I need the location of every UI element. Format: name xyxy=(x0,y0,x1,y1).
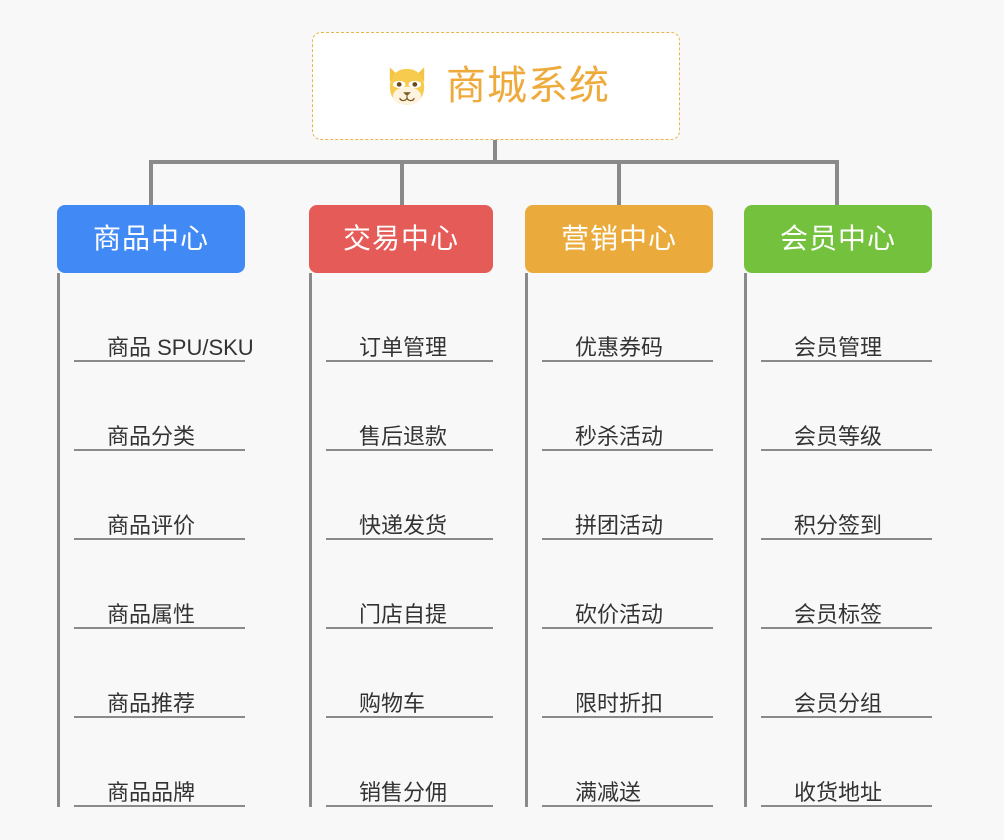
branch-column-1: 商品中心 商品 SPU/SKU 商品分类 商品评价 商品属性 商品推荐 商品品牌 xyxy=(57,205,254,807)
leaf-label: 售后退款 xyxy=(359,423,448,449)
category-box-product-center[interactable]: 商品中心 xyxy=(57,205,245,273)
leaf-label: 秒杀活动 xyxy=(575,423,664,449)
list-item[interactable]: 商品推荐 xyxy=(74,629,245,718)
list-item[interactable]: 商品分类 xyxy=(74,362,245,451)
leaf-label: 购物车 xyxy=(359,690,426,716)
list-item[interactable]: 收货地址 xyxy=(761,718,932,807)
connector-horizontal-bus xyxy=(149,160,839,164)
list-item[interactable]: 售后退款 xyxy=(326,362,493,451)
category-label: 商品中心 xyxy=(92,223,209,254)
leaf-label: 会员管理 xyxy=(794,334,883,360)
category-box-trade-center[interactable]: 交易中心 xyxy=(309,205,493,273)
leaf-list-3: 优惠券码 秒杀活动 拼团活动 砍价活动 限时折扣 满减送 xyxy=(525,273,713,807)
leaf-list-1: 商品 SPU/SKU 商品分类 商品评价 商品属性 商品推荐 商品品牌 xyxy=(57,273,254,807)
leaf-label: 商品品牌 xyxy=(107,779,196,805)
leaf-label: 积分签到 xyxy=(794,512,883,538)
leaf-label: 限时折扣 xyxy=(575,690,664,716)
branch-column-2: 交易中心 订单管理 售后退款 快递发货 门店自提 购物车 销售分佣 xyxy=(309,205,493,807)
leaf-label: 会员等级 xyxy=(794,423,883,449)
list-item[interactable]: 商品评价 xyxy=(74,451,245,540)
shiba-dog-icon xyxy=(389,67,425,105)
list-item[interactable]: 快递发货 xyxy=(326,451,493,540)
branch-column-3: 营销中心 优惠券码 秒杀活动 拼团活动 砍价活动 限时折扣 满减送 xyxy=(525,205,713,807)
list-item[interactable]: 会员等级 xyxy=(761,362,932,451)
category-label: 营销中心 xyxy=(560,223,677,254)
leaf-list-2: 订单管理 售后退款 快递发货 门店自提 购物车 销售分佣 xyxy=(309,273,493,807)
list-item[interactable]: 销售分佣 xyxy=(326,718,493,807)
list-item[interactable]: 订单管理 xyxy=(326,273,493,362)
category-box-member-center[interactable]: 会员中心 xyxy=(744,205,932,273)
list-item[interactable]: 秒杀活动 xyxy=(542,362,713,451)
leaf-label: 砍价活动 xyxy=(575,601,664,627)
connector-drop-2 xyxy=(400,160,404,205)
connector-root-stem xyxy=(493,140,497,162)
category-label: 交易中心 xyxy=(342,223,459,254)
leaf-label: 订单管理 xyxy=(359,334,448,360)
list-item[interactable]: 满减送 xyxy=(542,718,713,807)
branch-column-4: 会员中心 会员管理 会员等级 积分签到 会员标签 会员分组 收货地址 xyxy=(744,205,932,807)
list-item[interactable]: 积分签到 xyxy=(761,451,932,540)
leaf-label: 商品评价 xyxy=(107,512,196,538)
leaf-label: 会员分组 xyxy=(794,690,883,716)
leaf-label: 快递发货 xyxy=(359,512,448,538)
leaf-label: 销售分佣 xyxy=(359,779,448,805)
leaf-label: 商品属性 xyxy=(107,601,196,627)
connector-drop-1 xyxy=(149,160,153,205)
list-item[interactable]: 购物车 xyxy=(326,629,493,718)
leaf-label: 收货地址 xyxy=(794,779,883,805)
root-node-mall-system[interactable]: 商城系统 xyxy=(312,32,680,140)
category-box-marketing-center[interactable]: 营销中心 xyxy=(525,205,713,273)
leaf-label: 满减送 xyxy=(575,779,642,805)
category-label: 会员中心 xyxy=(779,223,896,254)
leaf-label: 优惠券码 xyxy=(575,334,664,360)
list-item[interactable]: 门店自提 xyxy=(326,540,493,629)
list-item[interactable]: 会员分组 xyxy=(761,629,932,718)
leaf-label: 商品分类 xyxy=(107,423,196,449)
leaf-label: 商品推荐 xyxy=(107,690,196,716)
root-title: 商城系统 xyxy=(446,64,610,108)
list-item[interactable]: 会员管理 xyxy=(761,273,932,362)
connector-drop-4 xyxy=(835,160,839,205)
list-item[interactable]: 限时折扣 xyxy=(542,629,713,718)
list-item[interactable]: 优惠券码 xyxy=(542,273,713,362)
list-item[interactable]: 商品属性 xyxy=(74,540,245,629)
list-item[interactable]: 商品品牌 xyxy=(74,718,245,807)
list-item[interactable]: 砍价活动 xyxy=(542,540,713,629)
leaf-label: 会员标签 xyxy=(794,601,883,627)
leaf-label: 门店自提 xyxy=(359,601,448,627)
list-item[interactable]: 商品 SPU/SKU xyxy=(74,273,254,362)
list-item[interactable]: 拼团活动 xyxy=(542,451,713,540)
list-item[interactable]: 会员标签 xyxy=(761,540,932,629)
leaf-label: 商品 SPU/SKU xyxy=(107,334,254,360)
leaf-list-4: 会员管理 会员等级 积分签到 会员标签 会员分组 收货地址 xyxy=(744,273,932,807)
connector-drop-3 xyxy=(617,160,621,205)
leaf-label: 拼团活动 xyxy=(575,512,664,538)
